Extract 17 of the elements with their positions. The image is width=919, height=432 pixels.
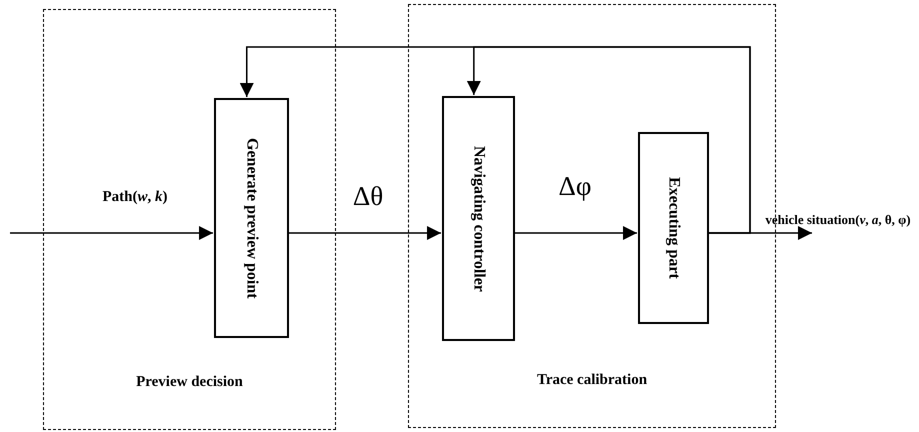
edge-label: Path(w, k)	[101, 188, 168, 207]
arrow	[514, 226, 637, 240]
box-label: Executing part	[664, 177, 684, 279]
box-label: Navigating controller	[470, 146, 488, 292]
group-title: Preview decision	[135, 372, 244, 392]
arrow	[10, 226, 213, 240]
dashed-group-frame	[43, 9, 336, 430]
group-title: Trace calibration	[536, 370, 648, 390]
arrow	[466, 46, 751, 234]
edge-label: vehicle situation(v, a, θ, φ)	[764, 212, 912, 228]
edge-label: Δφ	[558, 170, 592, 203]
arrow	[288, 226, 441, 240]
edge-label: Δθ	[352, 180, 384, 213]
process-box	[442, 96, 515, 341]
box-label: Generate preview point	[242, 138, 262, 298]
process-box	[214, 98, 289, 338]
process-box	[638, 132, 709, 324]
